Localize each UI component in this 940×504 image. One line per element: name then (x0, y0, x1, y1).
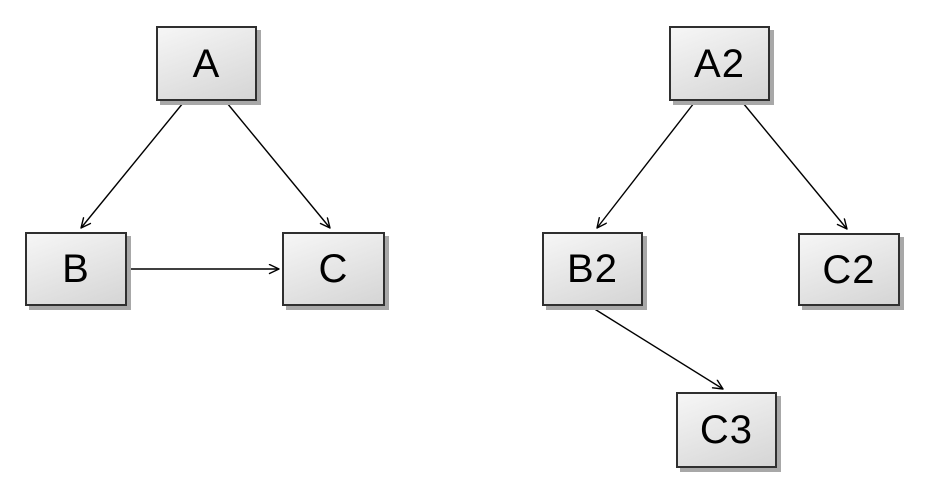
node-c2[interactable]: C2 (798, 233, 900, 306)
node-a[interactable]: A (156, 26, 257, 101)
node-a2[interactable]: A2 (669, 26, 770, 101)
edge-a2-c2[interactable] (742, 102, 847, 229)
edge-a-b[interactable] (81, 102, 184, 228)
node-label: A (192, 41, 221, 86)
node-c[interactable]: C (282, 232, 385, 306)
node-label: B (62, 247, 90, 291)
edge-a-c[interactable] (226, 102, 330, 228)
edge-a2-b2[interactable] (597, 102, 695, 228)
node-label: C2 (822, 247, 876, 292)
node-label: B2 (567, 247, 618, 291)
node-b[interactable]: B (25, 232, 127, 306)
node-label: C (318, 247, 349, 291)
node-b2[interactable]: B2 (542, 232, 643, 306)
node-c3[interactable]: C3 (676, 392, 777, 468)
edge-b2-c3[interactable] (592, 307, 723, 389)
node-label: A2 (694, 41, 745, 86)
node-label: C3 (699, 408, 754, 452)
